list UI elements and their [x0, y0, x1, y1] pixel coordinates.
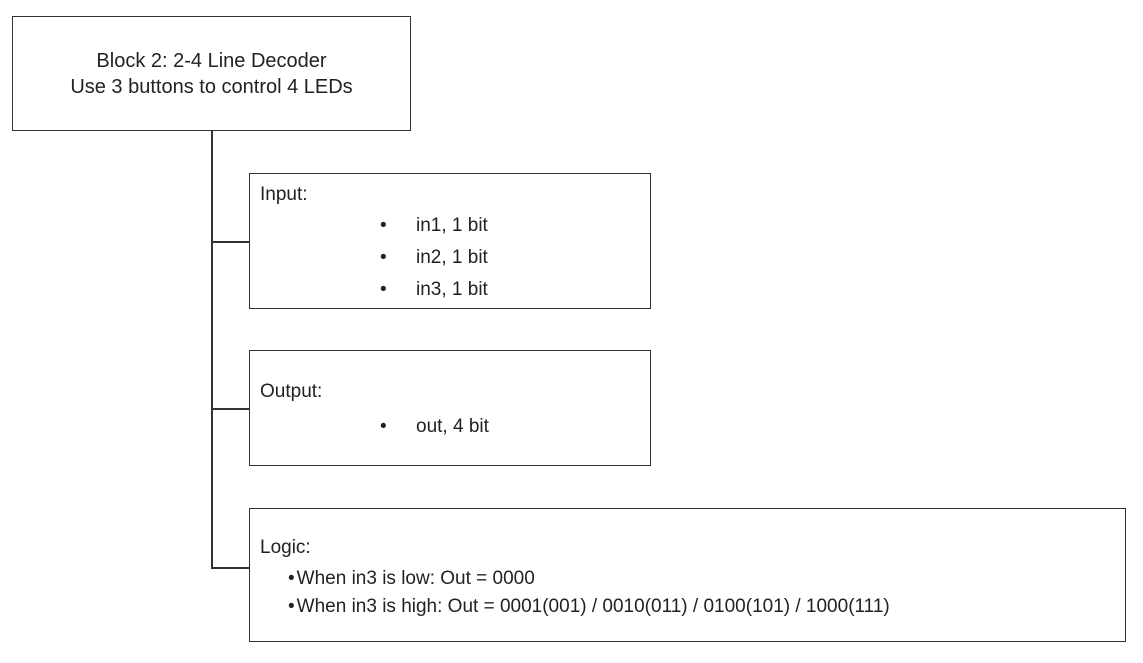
logic-item-label: When in3 is low: Out = 0000 [296, 568, 535, 589]
input-item-label: in2, 1 bit [416, 247, 488, 268]
bullet-icon: • [380, 215, 387, 236]
input-item-label: in1, 1 bit [416, 215, 488, 236]
list-item: •When in3 is high: Out = 0001(001) / 001… [288, 593, 890, 621]
connector-to-input [211, 241, 249, 243]
output-item-label: out, 4 bit [416, 416, 489, 437]
logic-box: Logic: •When in3 is low: Out = 0000 •Whe… [249, 508, 1126, 642]
bullet-icon: • [288, 568, 295, 589]
output-list: • out, 4 bit [380, 411, 489, 443]
list-item: • in3, 1 bit [380, 274, 488, 306]
bullet-icon: • [380, 416, 387, 437]
logic-heading: Logic: [260, 537, 311, 558]
bullet-icon: • [288, 596, 295, 617]
input-heading: Input: [260, 184, 308, 205]
bullet-icon: • [380, 279, 387, 300]
connector-to-output [211, 408, 249, 410]
connector-to-logic [211, 567, 249, 569]
output-heading: Output: [260, 381, 323, 402]
list-item: • out, 4 bit [380, 411, 489, 443]
list-item: • in1, 1 bit [380, 210, 488, 242]
bullet-icon: • [380, 247, 387, 268]
block-title-box: Block 2: 2-4 Line Decoder Use 3 buttons … [12, 16, 411, 131]
input-box: Input: • in1, 1 bit • in2, 1 bit • in3, 1 b… [249, 173, 651, 309]
logic-item-label: When in3 is high: Out = 0001(001) / 0010… [296, 596, 890, 617]
logic-list: •When in3 is low: Out = 0000 •When in3 i… [288, 565, 890, 621]
list-item: •When in3 is low: Out = 0000 [288, 565, 890, 593]
output-box: Output: • out, 4 bit [249, 350, 651, 466]
input-item-label: in3, 1 bit [416, 279, 488, 300]
block-title: Block 2: 2-4 Line Decoder [96, 49, 327, 72]
connector-trunk [211, 131, 213, 568]
list-item: • in2, 1 bit [380, 242, 488, 274]
input-list: • in1, 1 bit • in2, 1 bit • in3, 1 bit [380, 210, 488, 306]
block-subtitle: Use 3 buttons to control 4 LEDs [70, 75, 353, 98]
